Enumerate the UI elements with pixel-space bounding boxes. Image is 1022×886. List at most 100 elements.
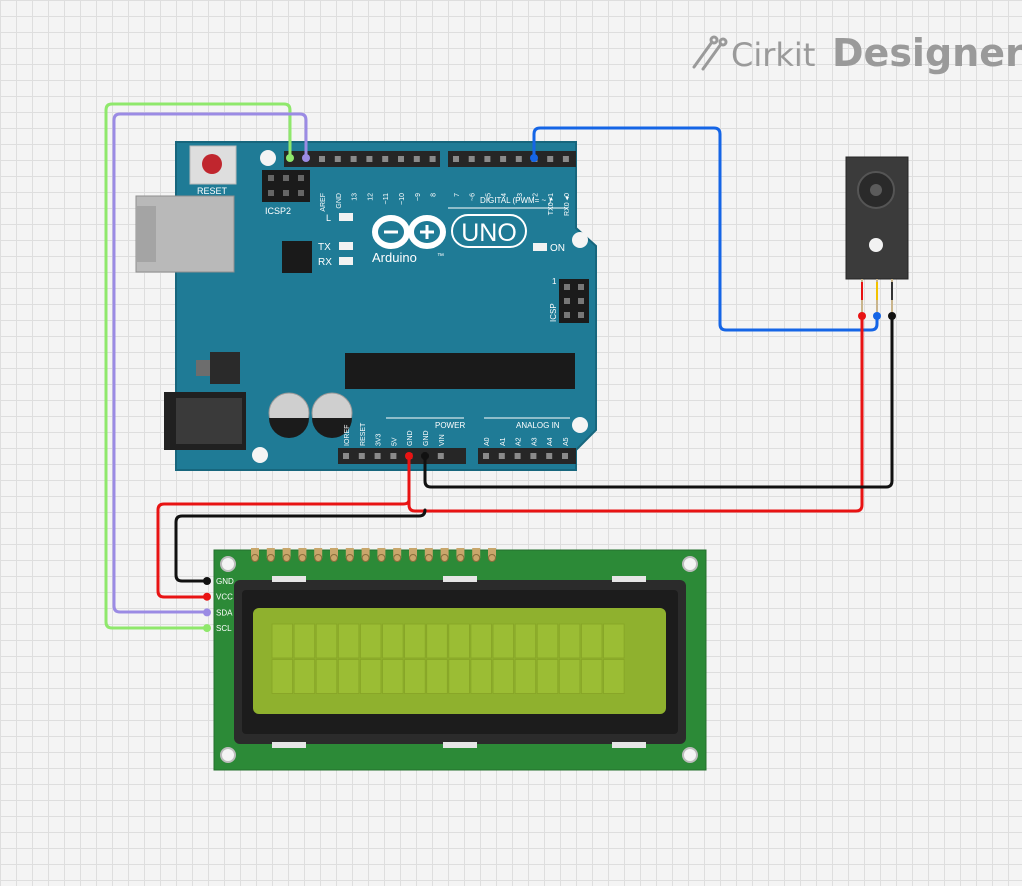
led-rx-label: RX — [318, 257, 332, 268]
pin-label: RESET — [360, 422, 367, 446]
led-l-label: L — [326, 213, 331, 223]
header-pin-reset[interactable] — [358, 453, 365, 459]
voltage-regulator — [196, 352, 240, 384]
lcd-pad-hole — [488, 554, 496, 562]
lcd-char-cell — [382, 659, 404, 694]
lcd-char-cell — [448, 659, 470, 694]
lcd-pad — [472, 548, 481, 558]
header-pin-a0[interactable] — [483, 453, 489, 459]
lcd-pad-hole — [251, 554, 259, 562]
usb-chip — [282, 241, 312, 273]
header-pin-gnd[interactable] — [334, 156, 341, 162]
header-pin-vin[interactable] — [437, 453, 444, 459]
header-pin-10[interactable] — [398, 156, 404, 162]
wire-5v-red[interactable] — [407, 314, 864, 513]
lcd-char-cell — [558, 623, 581, 659]
power-header — [338, 448, 466, 464]
header-pin-5[interactable] — [484, 156, 491, 162]
pin-label: 2 — [533, 193, 540, 197]
lcd-char-cell — [492, 659, 515, 694]
pin-endpoint — [302, 154, 310, 162]
lcd-pad — [440, 548, 449, 558]
lcd-char-cell — [359, 659, 382, 694]
arduino-infinity-logo — [372, 215, 446, 249]
lcd-char-cell — [448, 623, 470, 659]
header-pin-a5[interactable] — [562, 453, 568, 459]
lcd-char-cell — [470, 623, 492, 659]
pin-label: GND — [336, 193, 343, 209]
header-pin-9[interactable] — [413, 156, 420, 162]
lcd-pad-hole — [472, 554, 481, 562]
led-on-label: ON — [550, 243, 565, 254]
lcd-pad — [424, 548, 433, 558]
header-pin-ioref[interactable] — [343, 453, 349, 459]
lcd-pad-hole — [298, 554, 307, 562]
wire-gnd-black[interactable] — [423, 314, 894, 489]
lcd-pad-hole — [330, 554, 338, 562]
header-pin-3v3[interactable] — [374, 453, 381, 459]
header-pin-rx00[interactable] — [562, 156, 569, 162]
analog-pins[interactable] — [483, 453, 568, 459]
pin-label: 3V3 — [376, 433, 383, 446]
lcd-pad — [282, 548, 291, 558]
wires — [104, 102, 894, 630]
lcd-char-cell — [581, 623, 603, 659]
lcd-pad-hole — [393, 554, 402, 562]
icsp-pin1-label: 1 — [552, 277, 557, 286]
header-pin-6[interactable] — [468, 156, 475, 162]
lcd-pad-hole — [424, 554, 433, 562]
lcd-char-cell — [404, 623, 426, 659]
pin-label: A0 — [484, 437, 491, 446]
pin-label: ~5 — [485, 193, 492, 201]
buzzer-module[interactable] — [845, 156, 909, 316]
header-pin-12[interactable] — [366, 156, 373, 162]
pin-label: 5V — [391, 437, 398, 446]
pin-endpoint — [421, 452, 429, 460]
pin-label: A1 — [500, 437, 507, 446]
header-pin-a3[interactable] — [530, 453, 537, 459]
pin-endpoint — [405, 452, 413, 460]
digital-header-right — [448, 151, 576, 167]
lcd-pad — [488, 548, 496, 558]
lcd-char-cell — [470, 659, 492, 694]
wire-lcd-gnd-black[interactable] — [174, 508, 427, 583]
header-pin-a1[interactable] — [498, 453, 505, 459]
header-pin-4[interactable] — [500, 156, 507, 162]
header-pin-tx01[interactable] — [547, 156, 554, 162]
header-pin-13[interactable] — [350, 156, 357, 162]
lcd-char-cell — [337, 623, 360, 659]
pin-label: IOREF — [344, 425, 351, 446]
lcd-pad-hole — [440, 554, 449, 562]
wire-scl-green[interactable] — [104, 102, 292, 630]
wire-lcd-vcc-red[interactable] — [156, 498, 411, 599]
header-pin-3[interactable] — [515, 156, 522, 162]
pin-label: A5 — [563, 437, 570, 446]
header-pin-8[interactable] — [429, 156, 436, 162]
mounting-hole — [572, 232, 588, 248]
wire-sda-purple[interactable] — [112, 112, 308, 614]
lcd-pad — [456, 548, 465, 558]
lcd-pin-label-sda: SDA — [216, 608, 233, 617]
lcd-char-cell — [337, 659, 360, 694]
header-pin-a2[interactable] — [514, 453, 521, 459]
lcd-char-cell — [426, 623, 448, 659]
header-pin-a4[interactable] — [546, 453, 553, 459]
wire-buzzer-signal-blue[interactable] — [532, 126, 879, 332]
digital-pins-left[interactable] — [319, 156, 436, 162]
pin-label: A4 — [547, 437, 554, 446]
lcd-pad — [314, 548, 323, 558]
pin-endpoint — [873, 312, 881, 320]
header-pin-5v[interactable] — [390, 453, 397, 459]
header-pin-11[interactable] — [382, 156, 389, 162]
lcd-char-cell — [359, 623, 382, 659]
header-pin-aref[interactable] — [319, 156, 325, 162]
reset-button[interactable] — [189, 145, 237, 185]
lcd-char-cell — [271, 623, 294, 659]
header-pin-7[interactable] — [453, 156, 459, 162]
pin-endpoint — [888, 312, 896, 320]
lcd-char-cell — [558, 659, 581, 694]
